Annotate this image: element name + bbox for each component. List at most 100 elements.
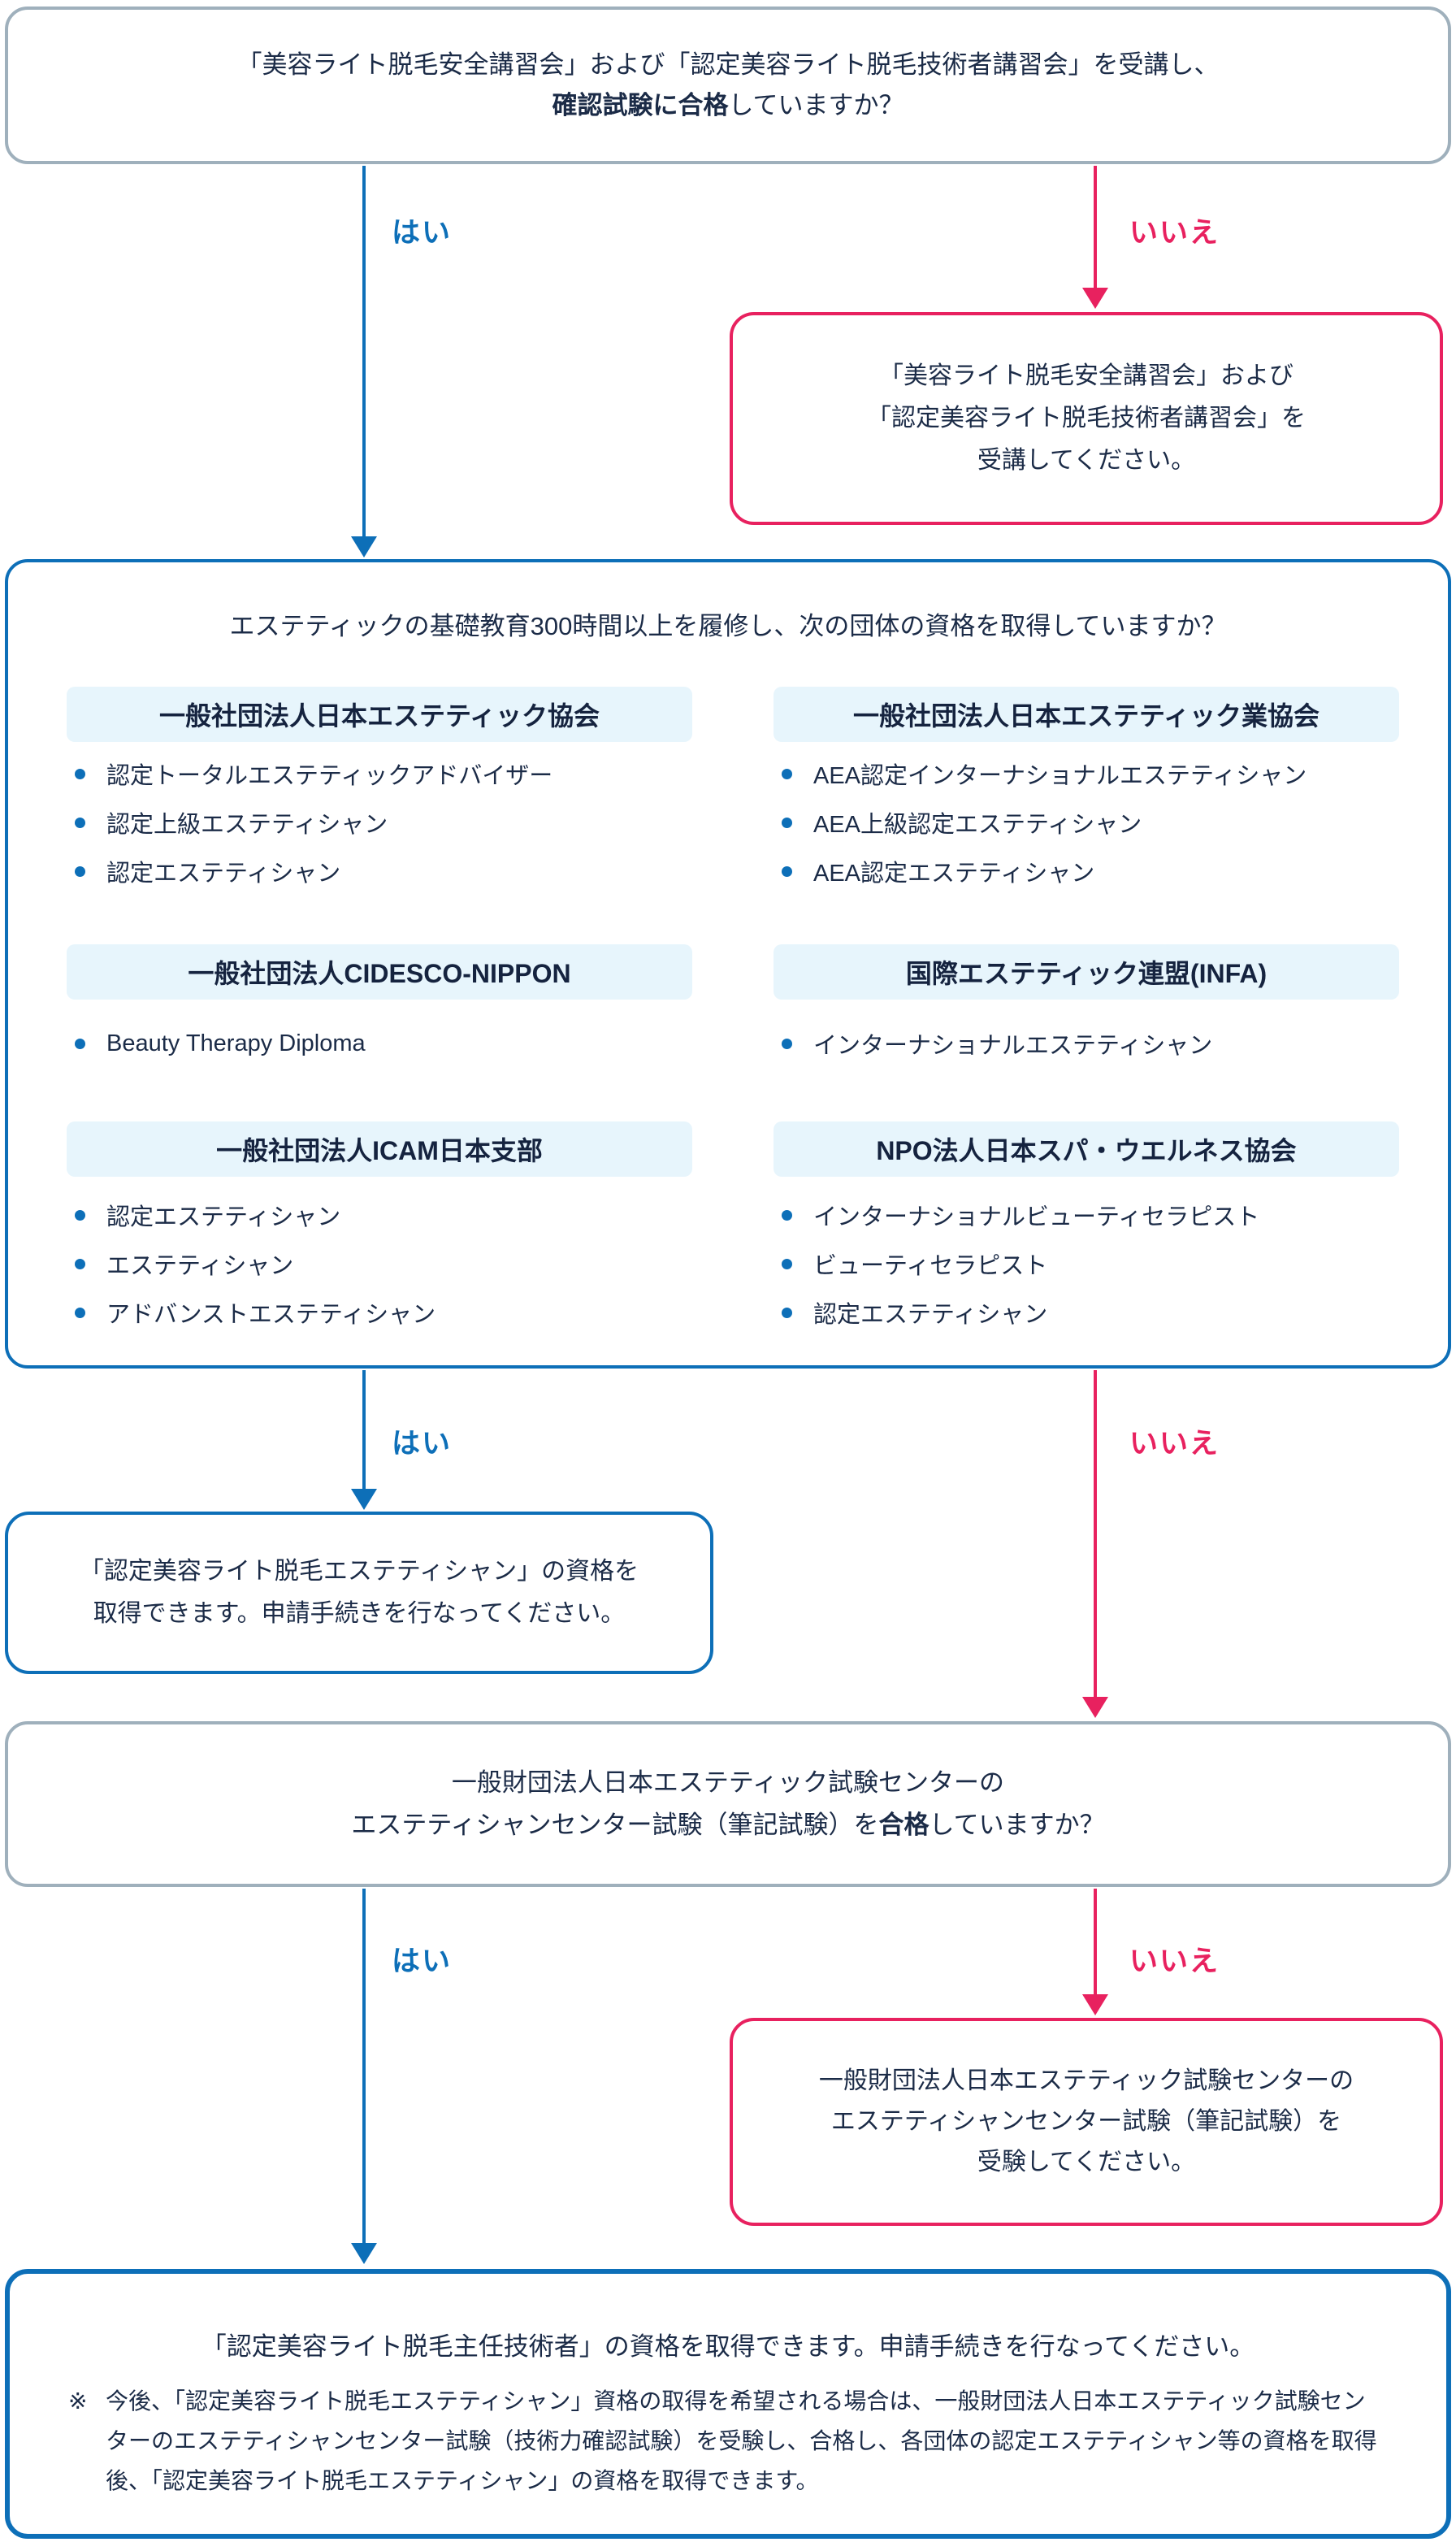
- question-3-rest: していますか？: [929, 1811, 1105, 1839]
- cert-item-label: ビューティセラピスト: [813, 1253, 1048, 1279]
- bullet-icon: [782, 768, 792, 779]
- connector-yes-3: [362, 1889, 366, 2245]
- cert-item: インターナショナルビューティセラピスト: [782, 1191, 1415, 1239]
- result-1-line-1: 「認定美容ライト脱毛エステティシャン」の資格を: [79, 1558, 639, 1585]
- arrowhead-no-1-icon: [1082, 288, 1108, 309]
- cert-list-aea: AEA認定インターナショナルエステティシャン AEA上級認定エステティシャン A…: [782, 749, 1415, 896]
- cert-item: Beauty Therapy Diploma: [75, 1019, 708, 1068]
- remedial-box-2: 一般財団法人日本エステティック試験センターの エステティシャンセンター試験（筆記…: [730, 2018, 1443, 2226]
- bullet-icon: [75, 817, 85, 828]
- org-chip-infa: 国際エステティック連盟(INFA): [774, 944, 1399, 1000]
- cert-item: 認定エステティシャン: [75, 847, 708, 896]
- question-3-pre: エステティシャンセンター試験（筆記試験）を: [351, 1811, 879, 1839]
- question-3-bold: 合格: [878, 1811, 930, 1839]
- label-no-3: いいえ: [1129, 1946, 1220, 1977]
- remedial-1-line-3: 受講してください。: [977, 447, 1196, 474]
- note-line-1: 今後、「認定美容ライト脱毛エステティシャン」資格の取得を希望される場合は、一般財…: [106, 2388, 1366, 2414]
- connector-no-2: [1094, 1370, 1097, 1698]
- cert-list-npo-spa: インターナショナルビューティセラピスト ビューティセラピスト 認定エステティシャ…: [782, 1191, 1415, 1337]
- org-chip-jea: 一般社団法人日本エステティック協会: [67, 687, 692, 742]
- cert-item-label: Beauty Therapy Diploma: [106, 1030, 366, 1056]
- cert-item: 認定エステティシャン: [782, 1288, 1415, 1337]
- cert-item: AEA認定インターナショナルエステティシャン: [782, 749, 1415, 798]
- cert-item: AEA認定エステティシャン: [782, 847, 1415, 896]
- note-line-2: ターのエステティシャンセンター試験（技術力確認試験）を受験し、合格し、各団体の認…: [106, 2428, 1377, 2453]
- cert-item-label: 認定エステティシャン: [813, 1302, 1048, 1328]
- remedial-box-1: 「美容ライト脱毛安全講習会」および 「認定美容ライト脱毛技術者講習会」を 受講し…: [730, 312, 1443, 525]
- bullet-icon: [75, 1307, 85, 1318]
- cert-item-label: AEA上級認定エステティシャン: [813, 812, 1142, 838]
- cert-item-label: インターナショナルエステティシャン: [813, 1033, 1213, 1059]
- bullet-icon: [75, 768, 85, 779]
- bullet-icon: [782, 1307, 792, 1318]
- remedial-2-line-1: 一般財団法人日本エステティック試験センターの: [818, 2067, 1354, 2094]
- cert-list-jea: 認定トータルエステティックアドバイザー 認定上級エステティシャン 認定エステティ…: [75, 749, 708, 896]
- bullet-icon: [75, 1038, 85, 1049]
- note-text: 今後、「認定美容ライト脱毛エステティシャン」資格の取得を希望される場合は、一般財…: [106, 2381, 1377, 2501]
- remedial-2-line-3: 受験してください。: [977, 2149, 1196, 2175]
- question-2-title: エステティックの基礎教育300時間以上を履修し、次の団体の資格を取得していますか…: [229, 612, 1227, 640]
- result-1-line-2: 取得できます。申請手続きを行なってください。: [93, 1600, 626, 1627]
- cert-list-cidesco: Beauty Therapy Diploma: [75, 1019, 708, 1068]
- org-chip-cidesco: 一般社団法人CIDESCO-NIPPON: [67, 944, 692, 1000]
- result-box-1: 「認定美容ライト脱毛エステティシャン」の資格を 取得できます。申請手続きを行なっ…: [5, 1512, 713, 1674]
- connector-yes-1: [362, 166, 366, 538]
- bullet-icon: [782, 817, 792, 828]
- cert-item-label: インターナショナルビューティセラピスト: [813, 1204, 1260, 1230]
- arrowhead-yes-2-icon: [351, 1489, 377, 1510]
- question-3-line-1: 一般財団法人日本エステティック試験センターの: [451, 1768, 1005, 1797]
- question-box-3: 一般財団法人日本エステティック試験センターの エステティシャンセンター試験（筆記…: [5, 1721, 1451, 1887]
- remedial-1-line-1: 「美容ライト脱毛安全講習会」および: [879, 362, 1294, 389]
- bullet-icon: [75, 865, 85, 877]
- final-note: ※ 今後、「認定美容ライト脱毛エステティシャン」資格の取得を希望される場合は、一…: [68, 2381, 1401, 2501]
- question-3-line-2: エステティシャンセンター試験（筆記試験）を合格していますか？: [351, 1804, 1104, 1846]
- cert-item: AEA上級認定エステティシャン: [782, 798, 1415, 847]
- label-no-1: いいえ: [1129, 217, 1220, 249]
- connector-no-3: [1094, 1889, 1097, 1996]
- note-marker: ※: [68, 2388, 88, 2414]
- final-title: 「認定美容ライト脱毛主任技術者」の資格を取得できます。申請手続きを行なってくださ…: [201, 2332, 1255, 2361]
- connector-yes-2: [362, 1370, 366, 1490]
- bullet-icon: [75, 1209, 85, 1221]
- org-chip-npo-spa: NPO法人日本スパ・ウエルネス協会: [774, 1121, 1399, 1177]
- question-1-line-1: 「美容ライト脱毛安全講習会」および「認定美容ライト脱毛技術者講習会」を受講し、: [236, 50, 1220, 79]
- final-box: [5, 2269, 1451, 2539]
- label-yes-3: はい: [392, 1946, 453, 1977]
- cert-item-label: 認定上級エステティシャン: [106, 812, 388, 838]
- cert-item-label: 認定トータルエステティックアドバイザー: [106, 763, 553, 789]
- cert-item: 認定トータルエステティックアドバイザー: [75, 749, 708, 798]
- cert-item: ビューティセラピスト: [782, 1239, 1415, 1288]
- arrowhead-yes-3-icon: [351, 2243, 377, 2264]
- cert-item: エステティシャン: [75, 1239, 708, 1288]
- cert-item-label: 認定エステティシャン: [106, 1204, 341, 1230]
- label-no-2: いいえ: [1129, 1428, 1220, 1460]
- remedial-2-line-2: エステティシャンセンター試験（筆記試験）を: [830, 2108, 1342, 2135]
- cert-item-label: AEA認定インターナショナルエステティシャン: [813, 763, 1307, 789]
- bullet-icon: [782, 1209, 792, 1221]
- cert-item-label: 認定エステティシャン: [106, 861, 341, 887]
- cert-list-infa: インターナショナルエステティシャン: [782, 1019, 1415, 1068]
- arrowhead-no-2-icon: [1082, 1697, 1108, 1718]
- bullet-icon: [782, 865, 792, 877]
- cert-item: アドバンストエステティシャン: [75, 1288, 708, 1337]
- cert-item: 認定上級エステティシャン: [75, 798, 708, 847]
- org-chip-aea: 一般社団法人日本エステティック業協会: [774, 687, 1399, 742]
- note-line-3: 後、「認定美容ライト脱毛エステティシャン」の資格を取得できます。: [106, 2468, 819, 2493]
- label-yes-1: はい: [392, 217, 453, 249]
- bullet-icon: [782, 1258, 792, 1269]
- question-1-rest: していますか？: [728, 91, 904, 119]
- cert-item-label: アドバンストエステティシャン: [106, 1302, 436, 1328]
- label-yes-2: はい: [392, 1428, 453, 1460]
- arrowhead-no-3-icon: [1082, 1994, 1108, 2015]
- cert-item-label: AEA認定エステティシャン: [813, 861, 1095, 887]
- question-box-1: 「美容ライト脱毛安全講習会」および「認定美容ライト脱毛技術者講習会」を受講し、 …: [5, 7, 1451, 164]
- cert-item-label: エステティシャン: [106, 1253, 294, 1279]
- question-1-bold: 確認試験に合格: [552, 91, 729, 119]
- org-chip-icam: 一般社団法人ICAM日本支部: [67, 1121, 692, 1177]
- cert-list-icam: 認定エステティシャン エステティシャン アドバンストエステティシャン: [75, 1191, 708, 1337]
- arrowhead-yes-1-icon: [351, 536, 377, 557]
- bullet-icon: [75, 1258, 85, 1269]
- bullet-icon: [782, 1038, 792, 1049]
- remedial-1-line-2: 「認定美容ライト脱毛技術者講習会」を: [867, 405, 1306, 432]
